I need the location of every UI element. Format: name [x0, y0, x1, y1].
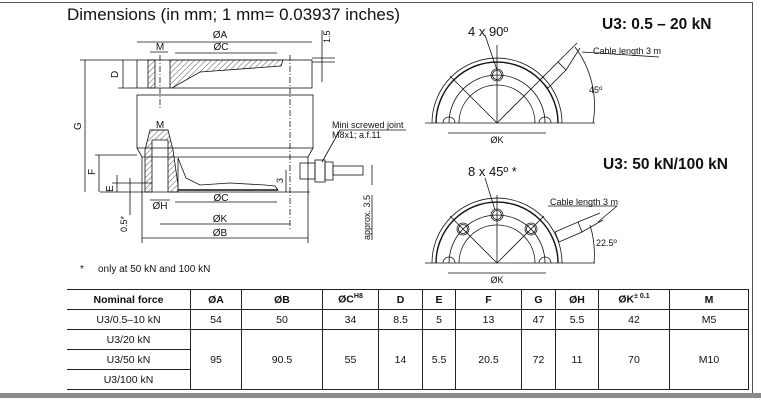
top-view-large: ØK 8 x 45º * Cable length 3 m 22.5º: [425, 164, 618, 285]
header-G: G: [521, 289, 556, 310]
side-view-drawing: ØA ØC M M D G F E 0.5* 1.5 3 approx. 3.5…: [73, 30, 406, 275]
header-C-sup: H8: [353, 293, 363, 301]
header-K-sup: ± 0.1: [634, 293, 650, 301]
cell-force: U3/0.5–10 kN: [67, 309, 191, 330]
large-angle-label: 22.5º: [596, 238, 618, 248]
header-E: E: [422, 289, 456, 310]
top-view-small: ØK 4 x 90º Cable length 3 m 45º: [425, 24, 661, 145]
cell: 54: [190, 309, 242, 330]
large-holes-label: 8 x 45º *: [468, 164, 517, 179]
cell: 13: [455, 309, 522, 330]
cell: 34: [322, 309, 379, 330]
label-D: D: [110, 71, 121, 78]
cell: 20.5: [455, 329, 522, 390]
label-approx: approx. 3.5: [362, 195, 372, 240]
cell: 5.5: [422, 329, 456, 390]
cell: 14: [378, 329, 423, 390]
label-0-5: 0.5*: [119, 215, 129, 232]
small-k-label: ØK: [490, 135, 503, 145]
model-title-small: U3: 0.5 – 20 kN: [602, 16, 712, 33]
cell: 72: [521, 329, 556, 390]
header-M: M: [669, 289, 749, 310]
footnote-text: only at 50 kN and 100 kN: [98, 264, 210, 275]
header-C: ØCH8: [322, 289, 379, 310]
label-C-top: ØC: [214, 42, 229, 53]
page-border-top: [0, 2, 753, 3]
page-border-bottom: [0, 393, 761, 398]
model-title-large: U3: 50 kN/100 kN: [603, 156, 728, 173]
cell: 42: [598, 309, 670, 330]
page-title: Dimensions (in mm; 1 mm= 0.03937 inches): [67, 5, 401, 24]
label-K: ØK: [213, 214, 228, 225]
header-K: ØK± 0.1: [598, 289, 670, 310]
header-B: ØB: [241, 289, 323, 310]
header-A: ØA: [190, 289, 242, 310]
cell: 70: [598, 329, 670, 390]
label-3: 3: [275, 178, 285, 183]
label-H: ØH: [153, 201, 168, 212]
label-A: ØA: [213, 30, 228, 41]
cell: 5.5: [555, 309, 599, 330]
cell: 95: [190, 329, 242, 390]
cell: M10: [669, 329, 749, 390]
large-cable-label: Cable length 3 m: [550, 197, 618, 207]
body: [136, 94, 314, 149]
joint-label-1: Mini screwed joint: [332, 120, 404, 130]
footnote-mark: *: [80, 264, 84, 275]
table-header-row: Nominal force ØA ØB ØCH8 D E F G ØH ØK± …: [67, 289, 749, 310]
label-G: G: [73, 122, 84, 130]
table-row: U3/20 kN 95 90.5 55 14 5.5 20.5 72 11 70…: [67, 329, 749, 390]
cell: 11: [555, 329, 599, 390]
header-D: D: [378, 289, 423, 310]
label-1-5: 1.5: [322, 30, 332, 43]
header-C-text: ØC: [338, 293, 354, 306]
header-nominal-force: Nominal force: [67, 289, 191, 310]
small-holes-label: 4 x 90º: [468, 24, 508, 39]
cell: 55: [322, 329, 379, 390]
cell: M5: [669, 309, 749, 330]
cell: 5: [422, 309, 456, 330]
label-C-bottom: ØC: [214, 193, 229, 204]
cell: 47: [521, 309, 556, 330]
label-F: F: [87, 169, 98, 175]
cell: 90.5: [241, 329, 323, 390]
header-F: F: [455, 289, 522, 310]
page-border-right: [752, 2, 753, 394]
cell: 50: [241, 309, 323, 330]
label-B: ØB: [213, 228, 228, 239]
joint-label-2: M8x1; a.f.11: [332, 130, 381, 140]
header-H: ØH: [555, 289, 599, 310]
cell-force: U3/20 kN: [67, 329, 191, 350]
top-plate-section: [169, 59, 284, 89]
dimensions-table: Nominal force ØA ØB ØCH8 D E F G ØH ØK± …: [67, 289, 749, 390]
label-M-top: M: [156, 42, 164, 53]
table-row: U3/100 kN: [67, 369, 749, 390]
large-k-label: ØK: [490, 275, 503, 285]
table-row: U3/0.5–10 kN 54 50 34 8.5 5 13 47 5.5 42…: [67, 309, 749, 330]
header-K-text: ØK: [618, 293, 635, 306]
label-M-bottom: M: [156, 120, 164, 131]
cell: 8.5: [378, 309, 423, 330]
small-cable-label: Cable length 3 m: [593, 46, 661, 56]
cell-force: U3/50 kN: [67, 349, 191, 370]
small-angle-label: 45º: [589, 85, 603, 95]
cell-force: U3/100 kN: [67, 369, 191, 390]
label-E: E: [105, 185, 116, 192]
table-row: U3/50 kN: [67, 349, 749, 370]
